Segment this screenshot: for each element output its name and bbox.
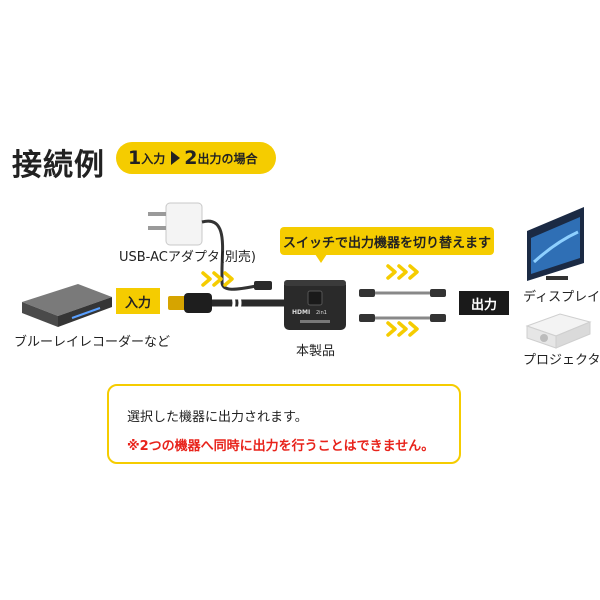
hdmi-ratio-text: 2in1 [316,310,327,316]
connection-mode-badge: 1 入力 2 出力の場合 [116,142,276,174]
display-label: ディスプレイ [523,290,600,305]
output-unit: 出力の場合 [197,151,258,166]
projector-label: プロジェクタ [523,353,600,368]
note-line-1: 選択した機器に出力されます。 [127,410,308,425]
hdmi-logo-text: HDMI [292,309,310,316]
input-unit: 入力 [141,151,166,166]
arrow-right-icon [171,151,181,165]
adapter-label: USB-ACアダプタ(別売) [119,250,256,265]
bluray-recorder-icon [22,284,112,327]
output-tag: 出力 [459,291,509,315]
hdmi-switch-device: HDMI 2in1 [284,280,346,330]
note-line-2-warning: ※2つの機器へ同時に出力を行うことはできません。 [127,439,435,454]
flow-arrows-output-2 [386,321,419,337]
projector-icon [525,313,592,349]
callout-pointer [315,254,327,263]
note-box: 選択した機器に出力されます。 ※2つの機器へ同時に出力を行うことはできません。 [107,384,461,464]
input-tag: 入力 [116,288,160,314]
product-label: 本製品 [296,344,336,359]
switch-callout: スイッチで出力機器を切り替えます [280,227,494,255]
recorder-label: ブルーレイレコーダーなど [14,335,171,350]
output-count: 2 [184,147,198,169]
hdmi-input-cable [168,293,288,313]
page-title: 接続例 [12,148,105,183]
display-icon [527,207,584,281]
hdmi-output-cable-2 [359,314,446,322]
hdmi-output-cable-1 [359,289,446,297]
flow-arrows-input [201,271,234,287]
flow-arrows-output-1 [386,264,419,280]
ac-adapter-icon [148,202,272,291]
input-count: 1 [128,147,142,169]
